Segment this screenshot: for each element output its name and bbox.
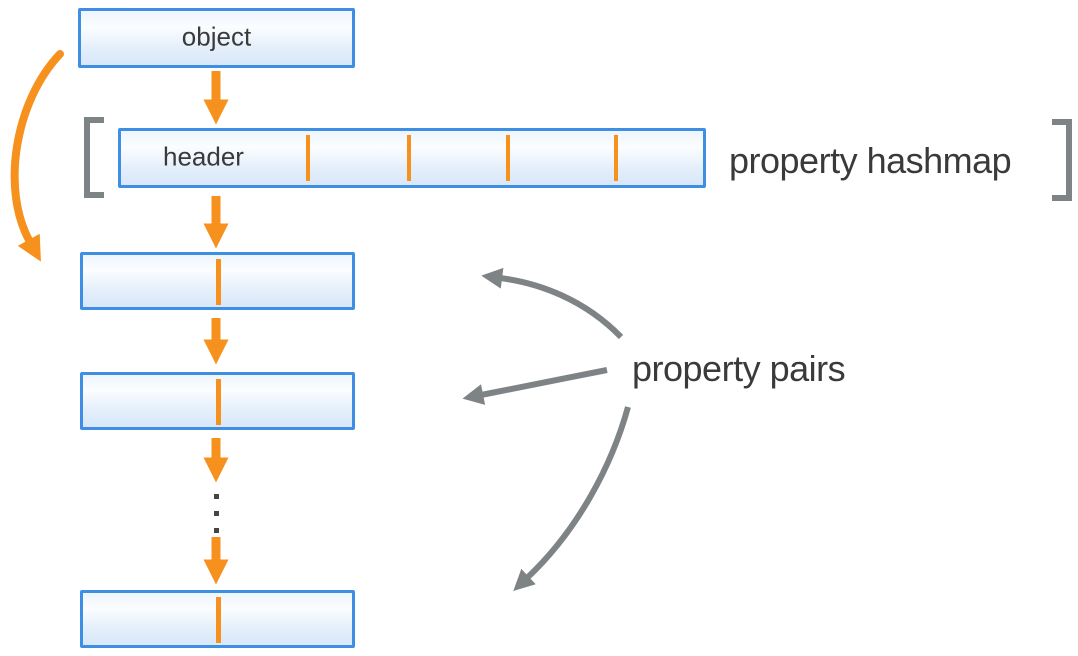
pairs-label: property pairs [632,348,846,389]
arrow-pairs-to-pair2 [462,367,608,405]
hashmap-label: property hashmap [729,140,1012,181]
ellipsis-dot [214,528,219,533]
header-label: header [163,141,244,172]
arrow-pairs-to-pair1 [481,267,624,340]
header-cell-divider [306,135,310,181]
property-pair-box [80,372,355,430]
bracket-right [1052,119,1072,201]
bracket-left [84,117,104,198]
arrow-pairs-to-pairN [513,406,631,591]
header-cell-divider [506,135,510,181]
property-pair-box [80,590,355,648]
arrow-object-to-pairs-curve [10,50,64,262]
header-cell-divider [407,135,411,181]
object-label: object [181,21,252,52]
object-box: object [78,8,355,68]
ellipsis-dot [214,494,219,499]
hashmap-header-box: header [118,128,706,188]
ellipsis-dot [214,511,219,516]
property-pair-box [80,252,355,310]
pair-divider [215,597,221,643]
pair-divider [215,259,221,305]
header-cell-divider [614,135,618,181]
pair-divider [215,379,221,425]
